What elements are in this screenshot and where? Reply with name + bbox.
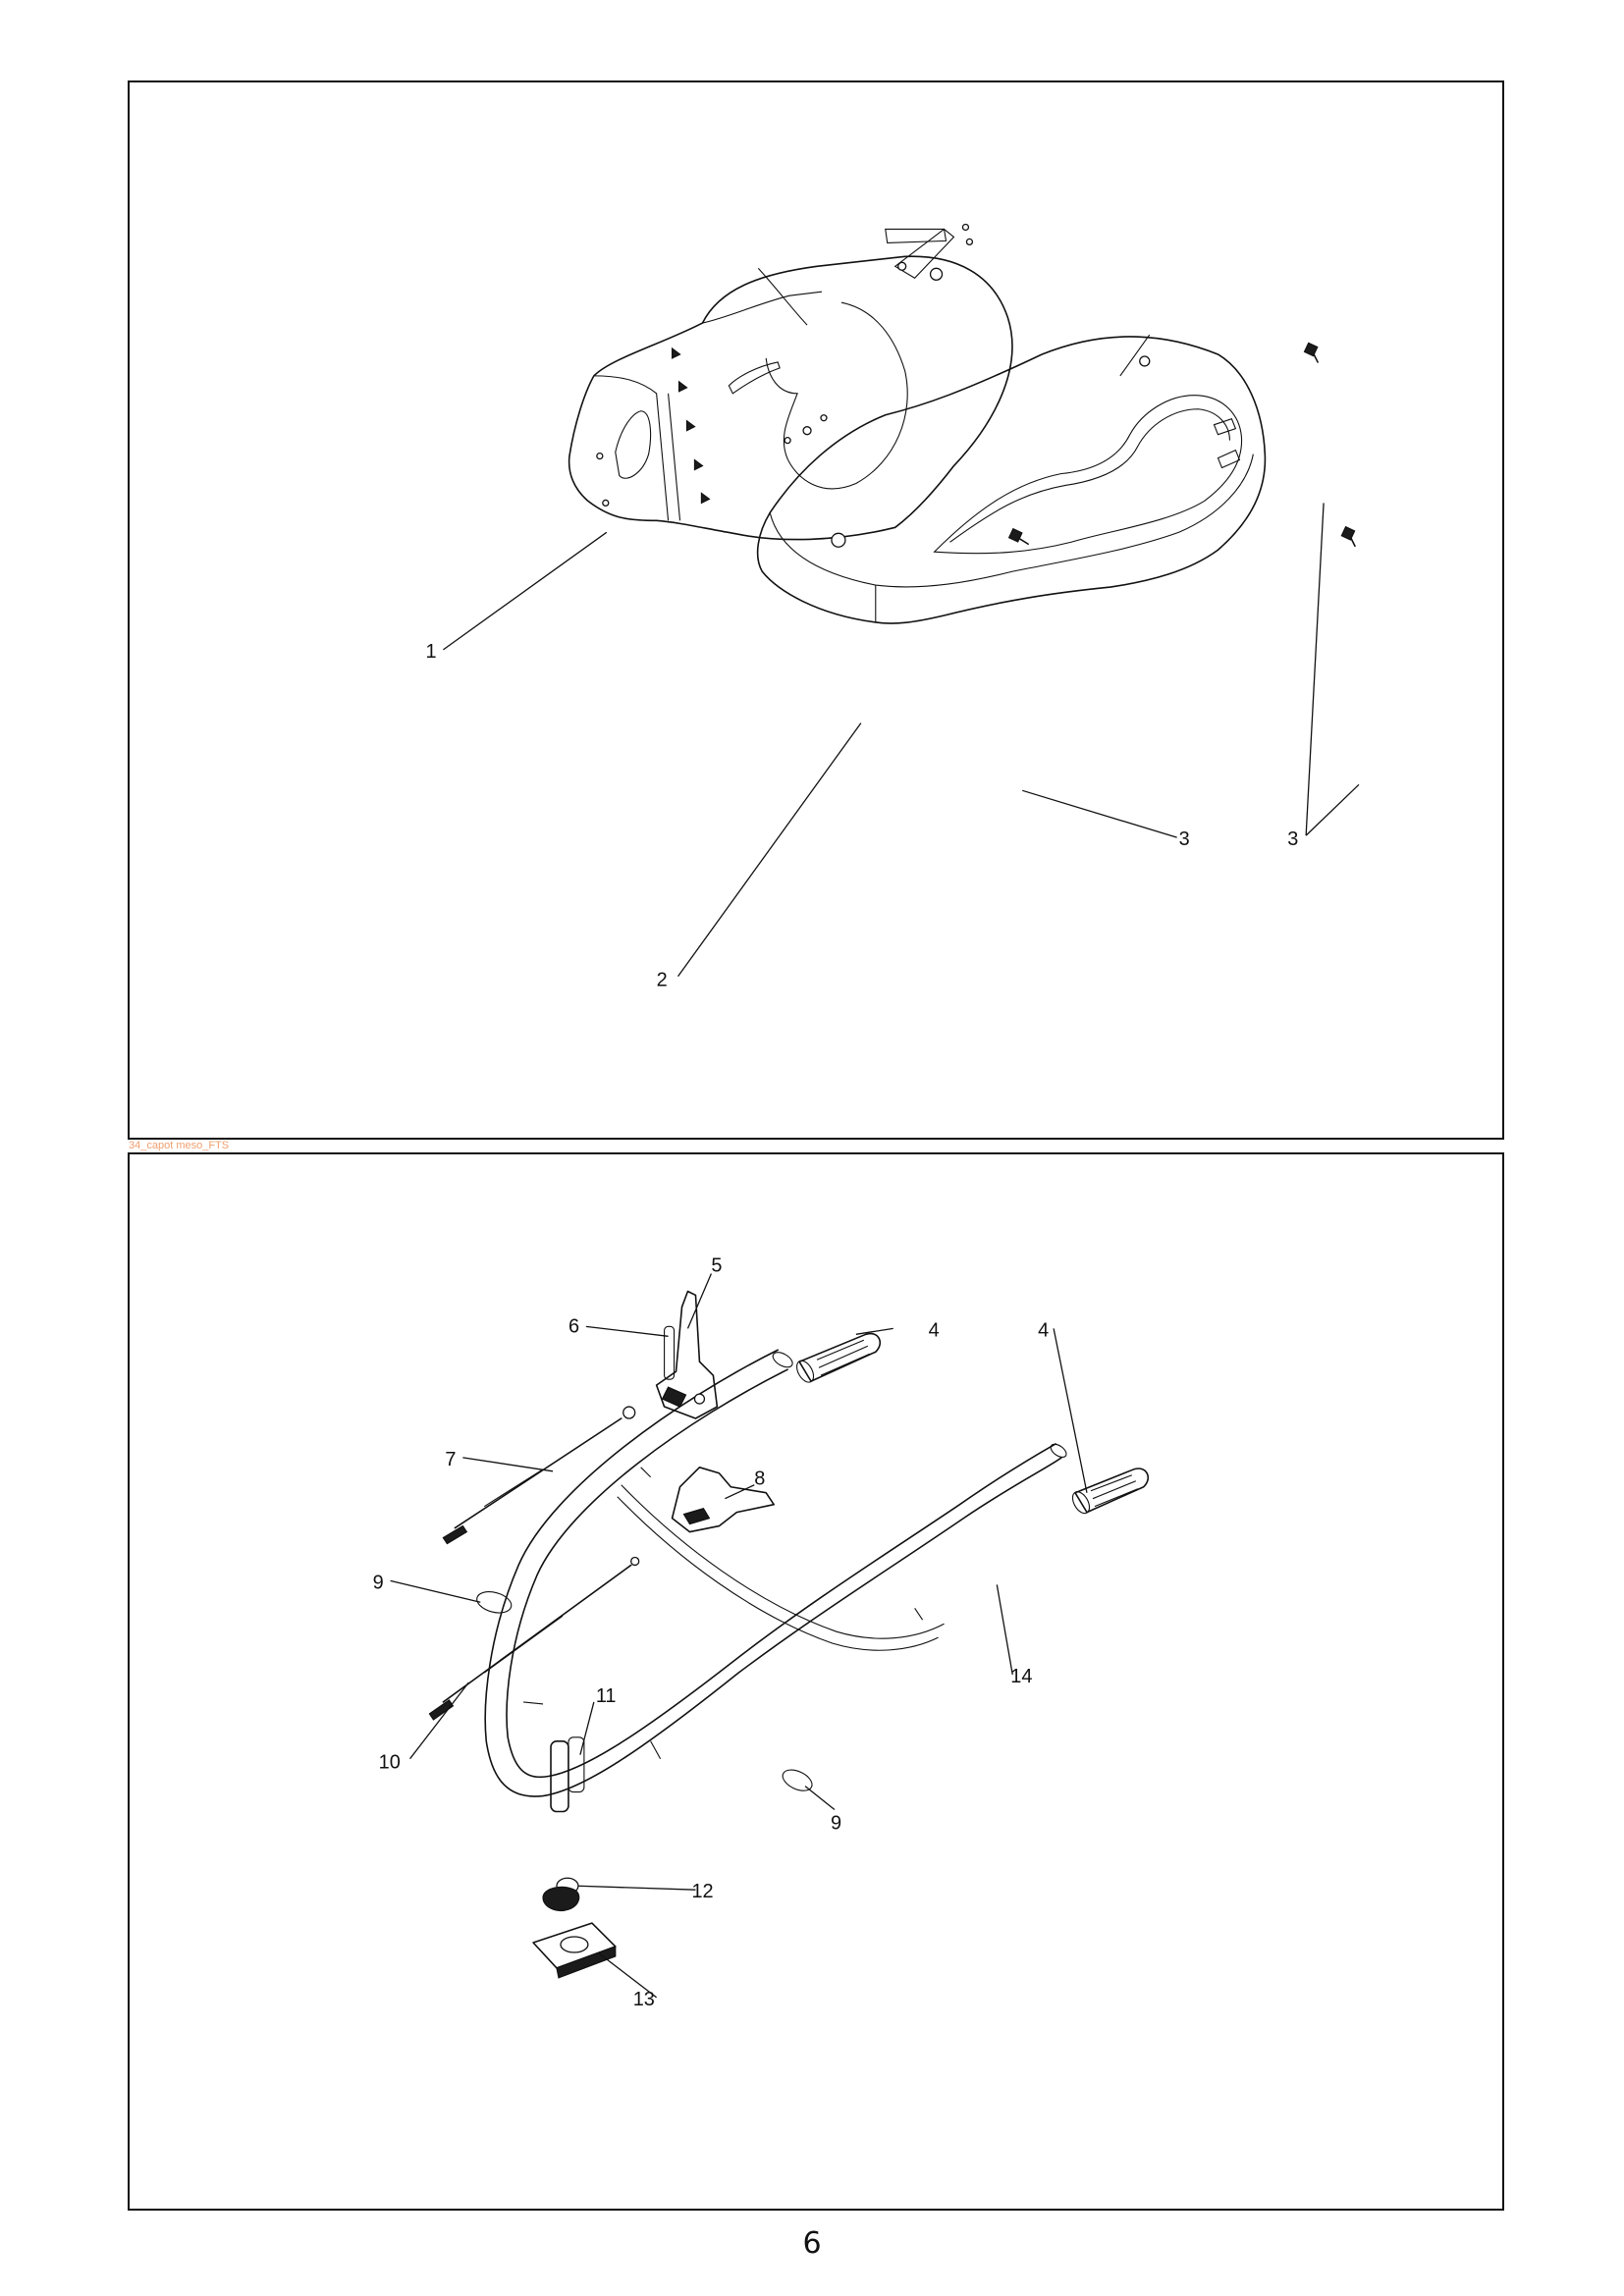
page-number: 6	[802, 2226, 822, 2261]
callout-12: 12	[691, 1881, 713, 1902]
leader-3b-up	[1305, 503, 1325, 836]
callout-14: 14	[1010, 1666, 1032, 1687]
exploded-view-handlebar: 4 4 5 6 7 8 9 9 10 11 12 13 14	[128, 1152, 1504, 2211]
leader-3b-right	[1305, 783, 1360, 836]
callout-4b: 4	[1038, 1319, 1049, 1341]
part-throttle-lever	[655, 1290, 719, 1419]
leader-2	[677, 722, 862, 977]
belt-cover-drawing: 1 2 3 3	[425, 223, 1360, 991]
part-cable-upper	[442, 1406, 636, 1545]
leader-12	[577, 1885, 696, 1891]
leader-9a	[390, 1579, 481, 1603]
leader-4b	[1053, 1328, 1088, 1493]
part-shaft	[550, 1736, 585, 1813]
callout-3b: 3	[1287, 828, 1298, 850]
callout-6: 6	[568, 1315, 579, 1337]
leader-13	[597, 1951, 658, 1999]
callout-11: 11	[596, 1685, 617, 1707]
callout-10: 10	[379, 1752, 401, 1774]
callout-3a: 3	[1179, 828, 1190, 850]
exploded-view-belt-cover: 1 2 3 3	[128, 80, 1504, 1140]
part-screw-a	[1007, 527, 1029, 546]
part-screw-c	[1340, 525, 1356, 548]
callout-9b: 9	[831, 1812, 841, 1834]
part-grip-right	[1071, 1468, 1149, 1515]
handlebar-drawing: 4 4 5 6 7 8 9 9 10 11 12 13 14	[373, 1255, 1149, 2010]
leader-14	[996, 1584, 1013, 1676]
part-brake-lever	[671, 1467, 775, 1533]
callout-7: 7	[445, 1449, 456, 1470]
part-pin	[664, 1325, 676, 1380]
part-handlebar	[484, 1349, 1067, 1797]
part-cable-lower	[428, 1556, 640, 1721]
part-clip-lower	[782, 1769, 813, 1791]
part-clip-upper	[476, 1591, 513, 1614]
callout-13: 13	[633, 1989, 655, 2010]
leader-4a	[855, 1327, 893, 1335]
leader-11	[579, 1701, 595, 1755]
part-screw-b	[1303, 342, 1319, 363]
leader-9b	[804, 1786, 836, 1811]
callout-8: 8	[754, 1468, 765, 1490]
leader-5	[686, 1273, 712, 1329]
callout-9a: 9	[373, 1572, 384, 1593]
leader-3a	[1022, 789, 1177, 838]
leader-10	[409, 1682, 469, 1760]
part-base-plate	[532, 1886, 617, 1979]
leader-6	[585, 1325, 669, 1337]
part-grip-left	[796, 1332, 881, 1383]
leader-8	[725, 1484, 755, 1500]
callout-5: 5	[711, 1255, 722, 1277]
callout-1: 1	[425, 641, 436, 663]
leader-1	[443, 531, 608, 651]
part-front-cover	[756, 334, 1267, 624]
file-label: 34_capot meso_FTS	[129, 1140, 230, 1151]
part-back-plate	[568, 223, 1013, 541]
callout-2: 2	[657, 970, 668, 991]
callout-4a: 4	[929, 1319, 940, 1341]
leader-7	[462, 1457, 554, 1472]
